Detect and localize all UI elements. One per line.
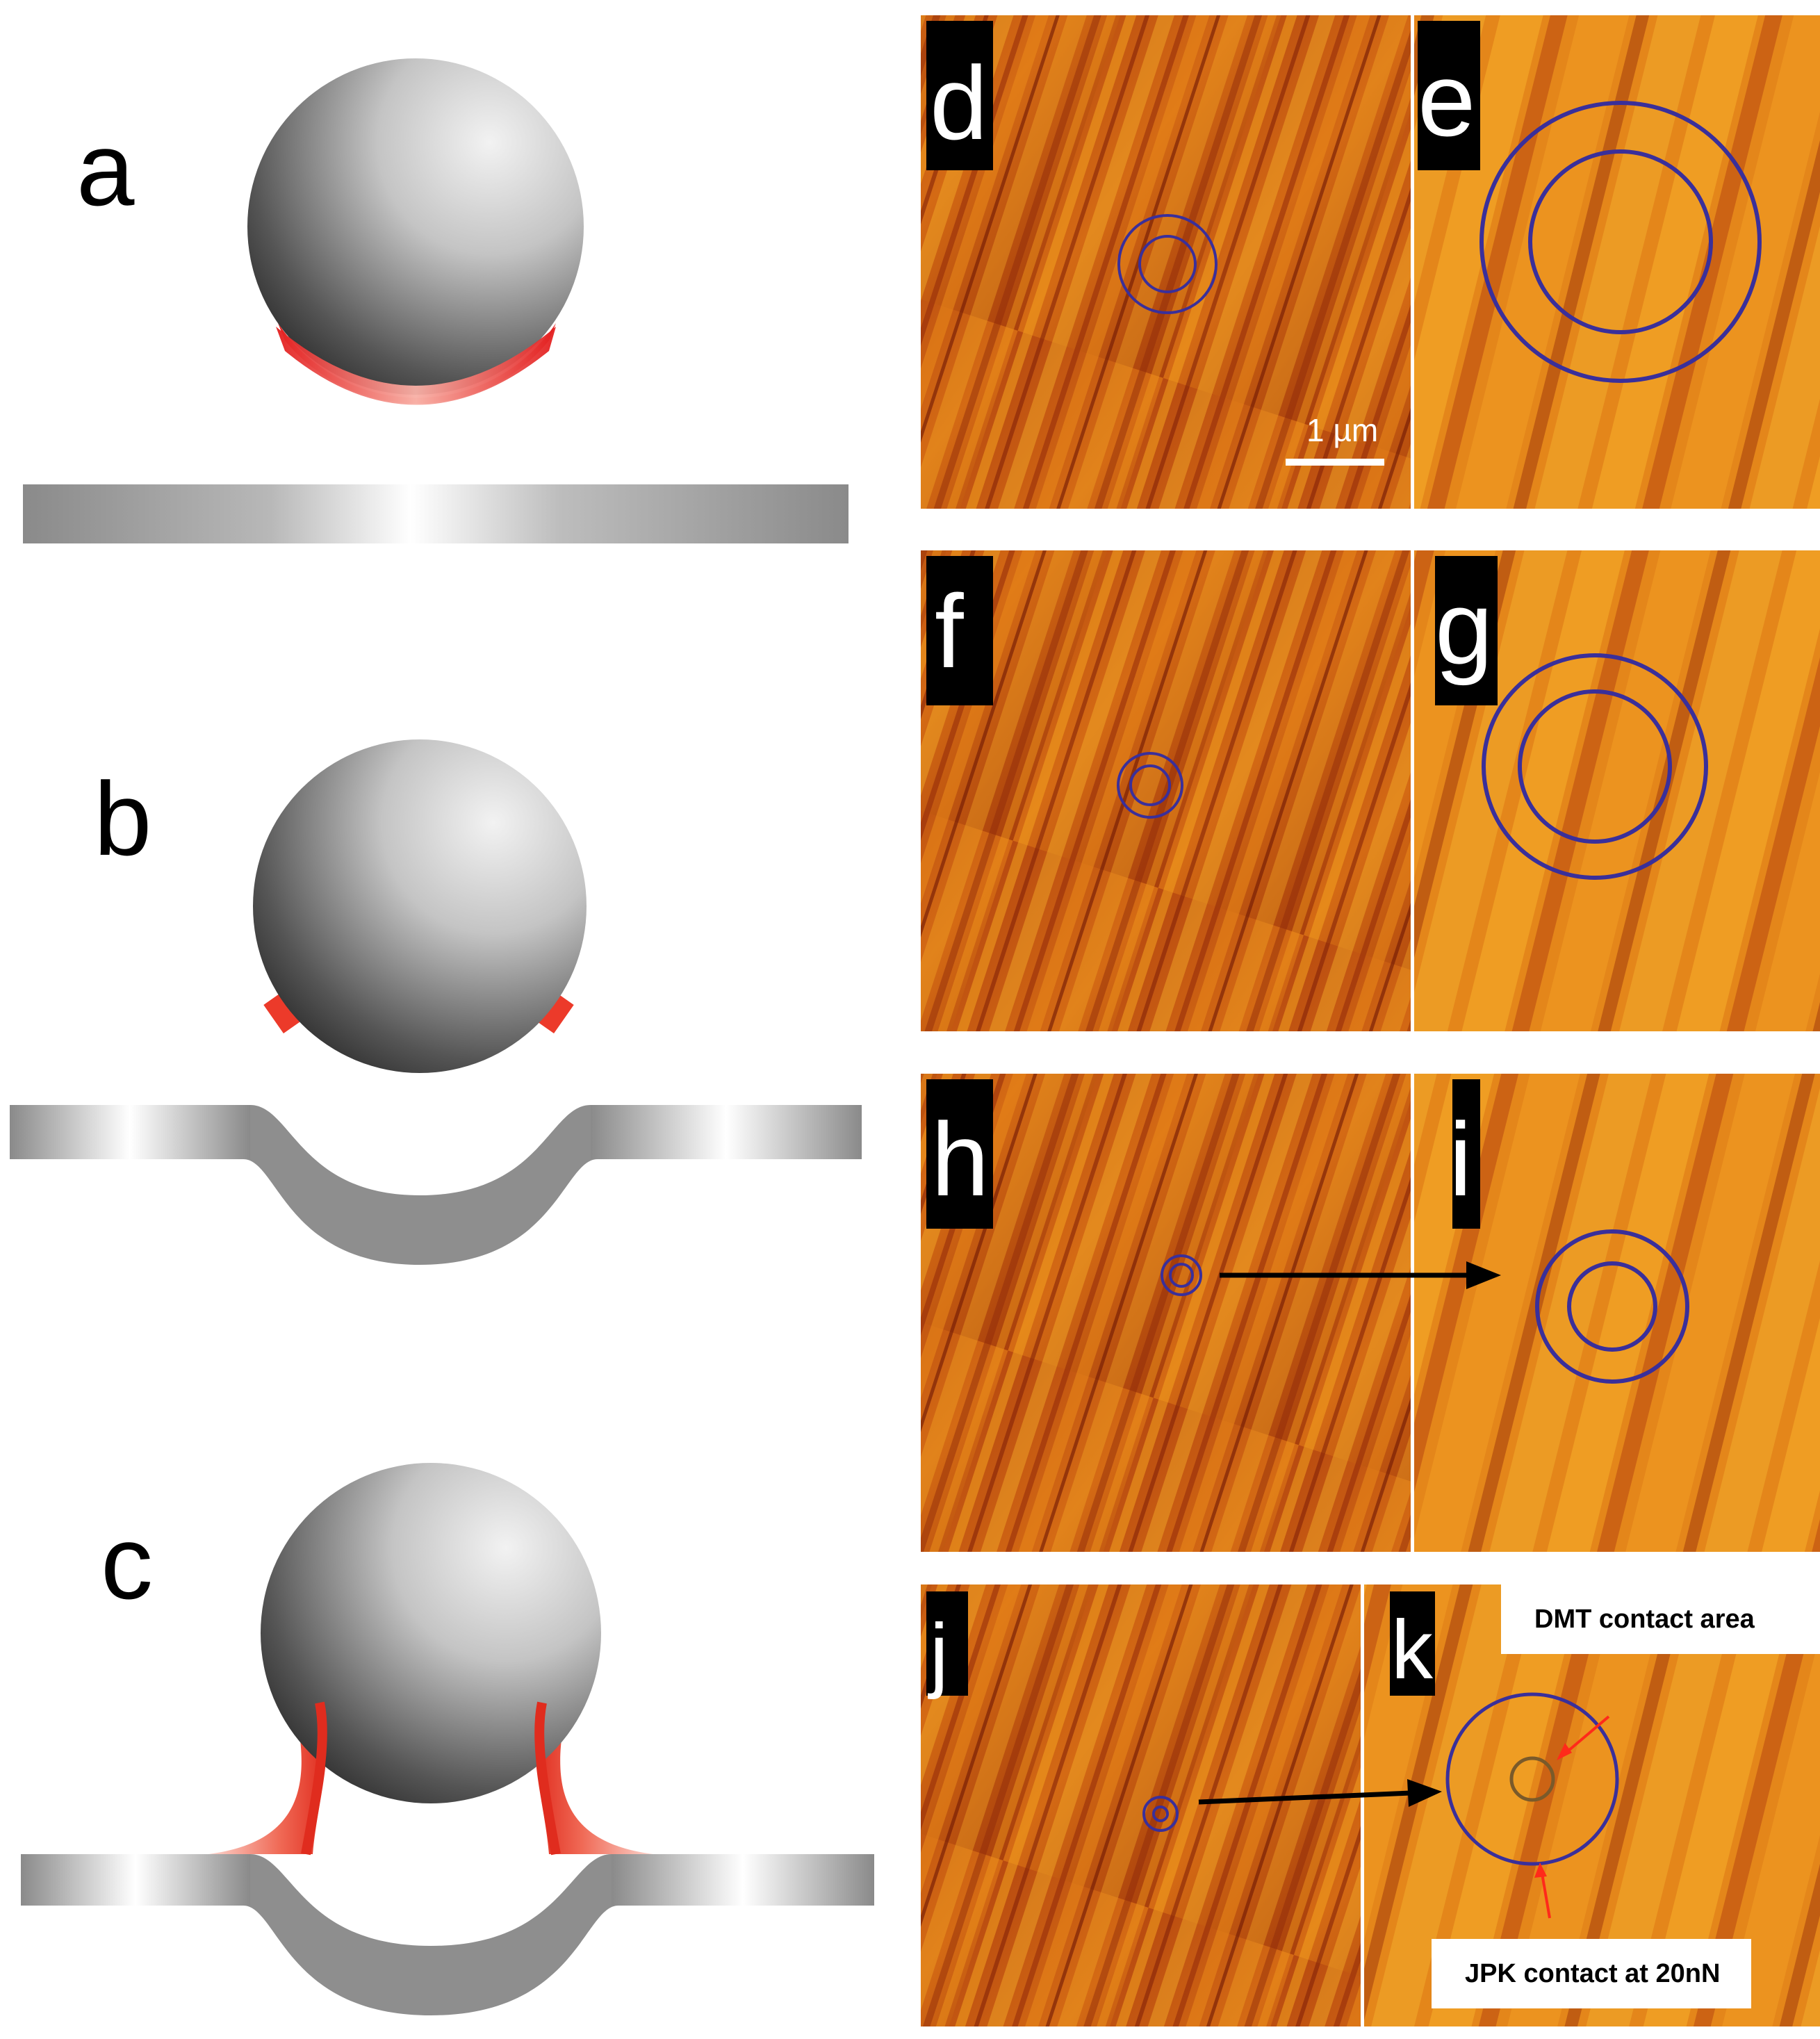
afm-image-d (921, 15, 1411, 509)
membrane-b-right (591, 1105, 862, 1159)
panel-label-e: e (1418, 41, 1475, 158)
label-box-k (1390, 1591, 1435, 1696)
panel-label-j: j (928, 1607, 949, 1700)
panel-label-g: g (1435, 569, 1493, 686)
meniscus-band-a (276, 327, 556, 405)
sphere-b (253, 739, 587, 1073)
outer-contact-ring-f (1117, 752, 1183, 819)
label-box-e (1418, 21, 1480, 170)
dmt-contact-area-label: DMT contact area (1534, 1605, 1755, 1634)
jpk-pointer-head (1534, 1862, 1547, 1878)
inner-contact-ring-f (1129, 764, 1171, 806)
dmt-pointer-head (1557, 1743, 1572, 1760)
meniscus-edge-left-c (301, 1701, 327, 1856)
label-box-i (1452, 1079, 1480, 1229)
outer-contact-ring-e (1479, 101, 1762, 383)
inner-contact-ring-e (1528, 149, 1713, 334)
panel-label-a: a (76, 110, 135, 227)
label-box-j (926, 1591, 968, 1696)
zoom-arrowhead-j-k (1407, 1779, 1442, 1807)
membrane-c-left (21, 1854, 250, 1906)
panel-label-f: f (935, 573, 964, 689)
membrane-c-right (612, 1854, 874, 1906)
panel-label-d: d (930, 44, 987, 161)
outer-contact-ring-i (1535, 1229, 1689, 1384)
meniscus-right-b (531, 989, 574, 1033)
afm-image-i (1414, 1074, 1820, 1552)
panel-label-c: c (101, 1504, 153, 1621)
afm-image-j (921, 1584, 1366, 2026)
label-box-f (926, 556, 993, 705)
panel-label-i: i (1449, 1101, 1472, 1218)
meniscus-left-b (263, 989, 306, 1033)
jpk-pointer-arrow (1540, 1869, 1551, 1919)
zoom-arrow-j-k (1198, 1790, 1411, 1805)
outer-contact-ring-j (1142, 1796, 1179, 1832)
sphere-c (261, 1463, 601, 1803)
image-divider-jk (1361, 1584, 1364, 2026)
image-divider-hi (1411, 1074, 1414, 1552)
outer-contact-ring-h (1161, 1254, 1202, 1296)
image-divider-de (1411, 15, 1414, 509)
scale-bar-label: 1 µm (1306, 412, 1378, 448)
inner-contact-ring-d (1138, 235, 1197, 293)
label-box-h (926, 1079, 993, 1229)
membrane-b-left (10, 1105, 250, 1159)
inner-contact-ring-i (1567, 1261, 1657, 1352)
panel-label-b: b (94, 760, 151, 877)
dmt-label-box (1501, 1584, 1820, 1654)
inner-contact-ring-k (1509, 1756, 1555, 1802)
meniscus-left-c (208, 1696, 327, 1854)
outer-contact-ring-k (1445, 1692, 1619, 1866)
inner-contact-ring-g (1518, 689, 1672, 844)
image-divider-fg (1411, 550, 1414, 1031)
membrane-flat-a (23, 484, 848, 543)
meniscus-right-c (535, 1696, 653, 1854)
label-box-d (926, 21, 993, 170)
sphere-a (247, 58, 584, 395)
label-box-g (1435, 556, 1498, 705)
jpk-label-box (1432, 1939, 1751, 2008)
inner-contact-ring-j (1152, 1805, 1169, 1822)
panel-label-k: k (1391, 1603, 1434, 1696)
panel-label-h: h (931, 1101, 989, 1218)
afm-image-f (921, 550, 1411, 1031)
meniscus-edge-right-c (534, 1701, 561, 1856)
jpk-contact-label: JPK contact at 20nN (1465, 1959, 1720, 1988)
outer-contact-ring-g (1482, 653, 1708, 880)
scale-bar (1286, 459, 1384, 466)
dmt-pointer-arrow (1562, 1715, 1610, 1756)
outer-contact-ring-d (1117, 214, 1218, 314)
afm-image-h (921, 1074, 1411, 1552)
zoom-arrowhead-h-i (1466, 1261, 1501, 1289)
inner-contact-ring-h (1169, 1263, 1194, 1288)
